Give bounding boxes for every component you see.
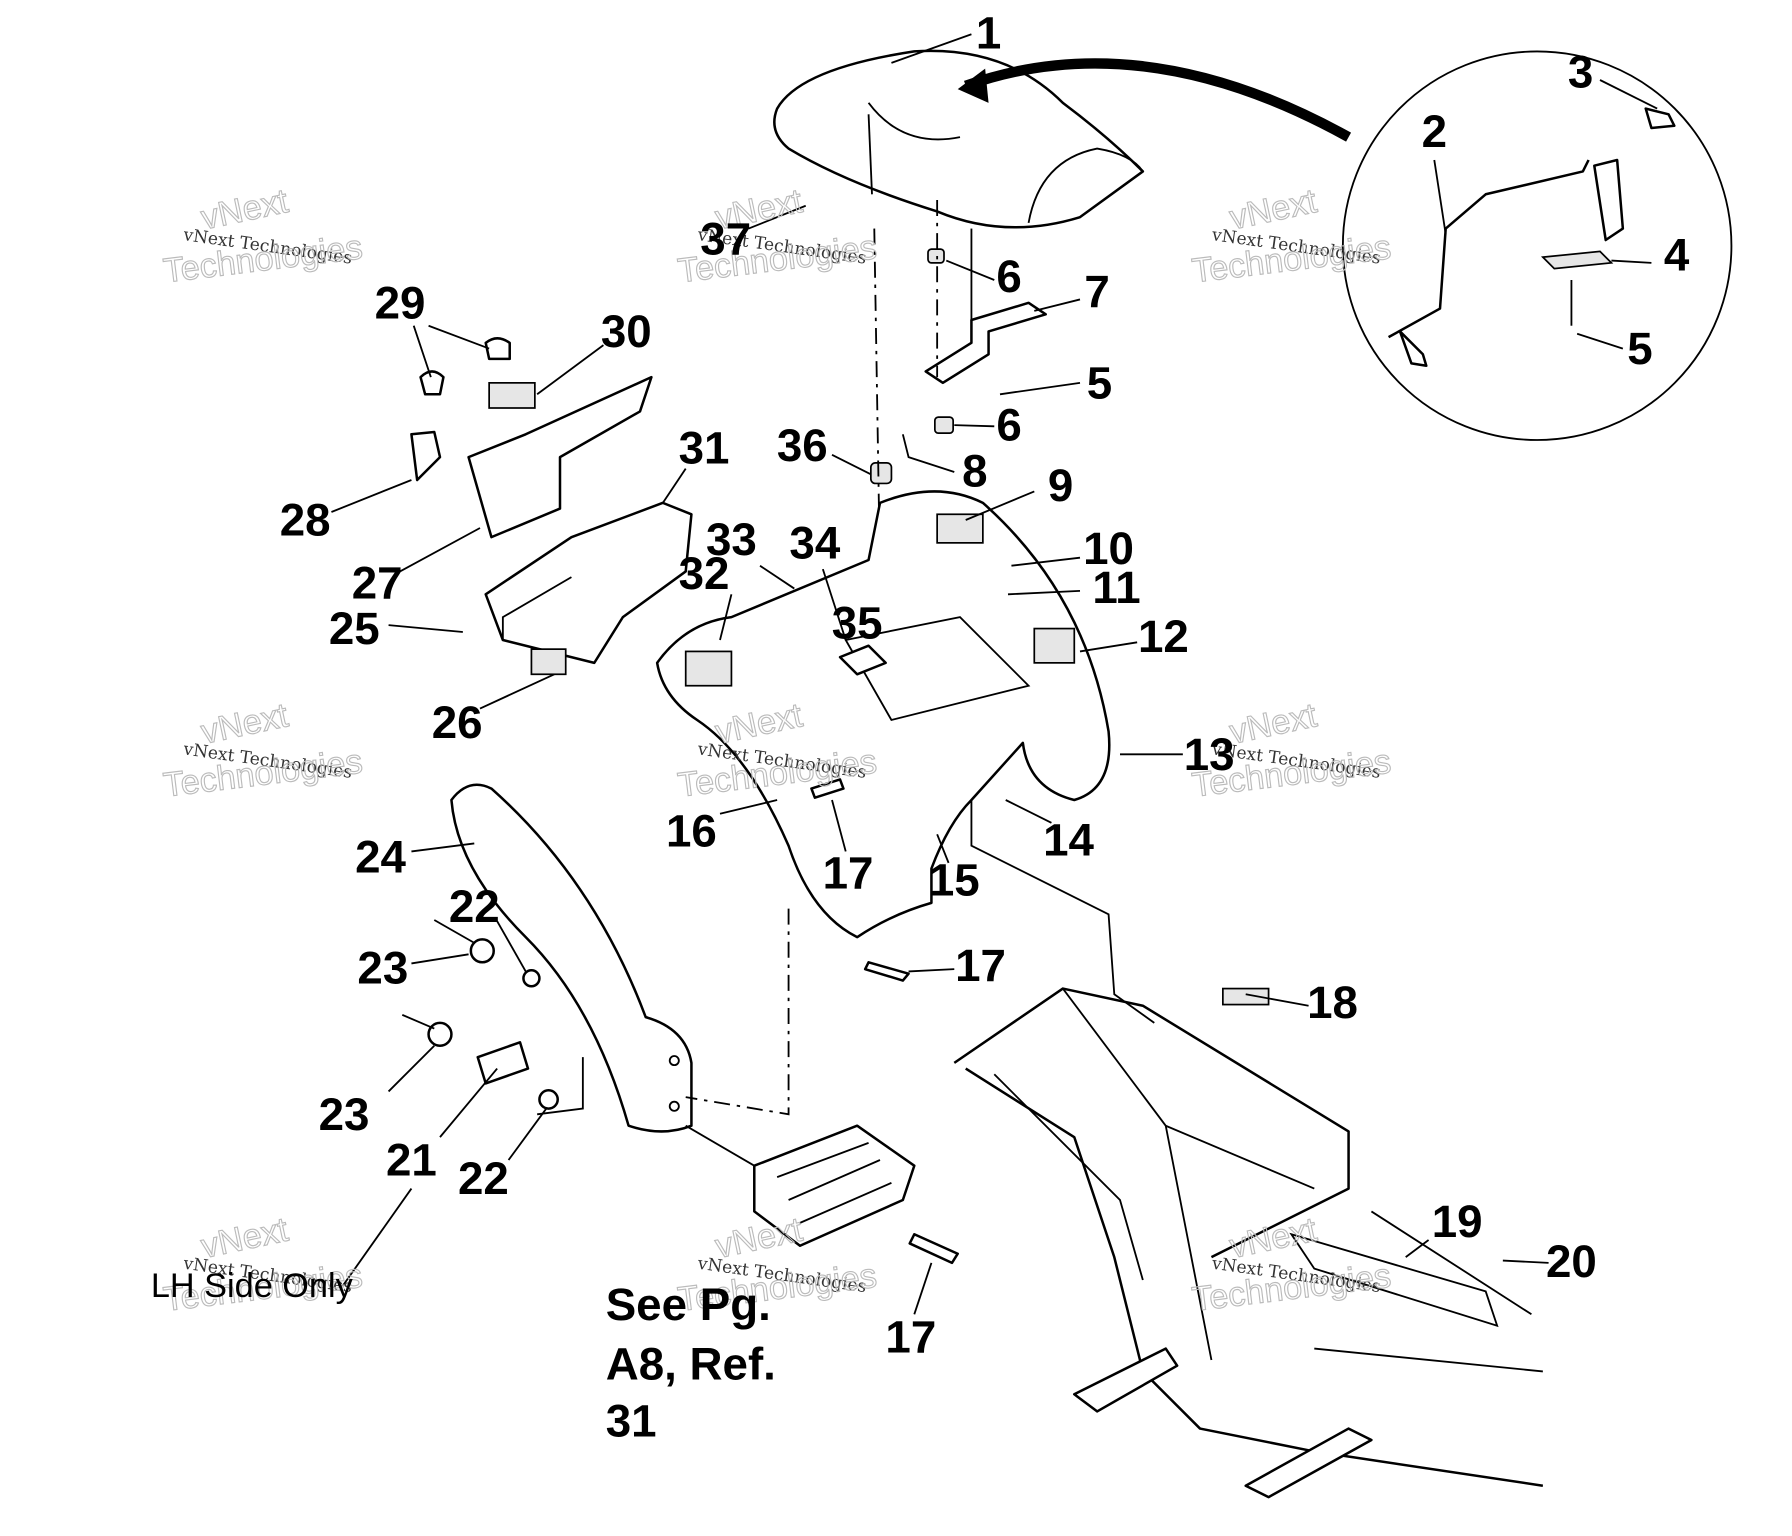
detail-circle xyxy=(1341,50,1733,441)
callout-1: 1 xyxy=(976,8,1001,59)
callout-22: 22 xyxy=(458,1153,509,1204)
callout-labels: 1 2 3 4 5 37 6 7 5 6 36 8 9 31 29 30 28 … xyxy=(280,8,1690,1363)
callout-8: 8 xyxy=(962,445,987,496)
svg-text:31: 31 xyxy=(606,1396,657,1447)
callout-17: 17 xyxy=(955,940,1006,991)
leader-lines xyxy=(331,33,1658,1315)
rear-fender-part xyxy=(655,490,1111,939)
callout-3: 3 xyxy=(1568,47,1593,98)
callout-20: 20 xyxy=(1546,1236,1597,1287)
callout-33: 33 xyxy=(706,514,757,565)
callout-4: 4 xyxy=(1664,229,1690,280)
seat-part xyxy=(773,49,1145,229)
callout-35: 35 xyxy=(832,597,883,648)
callout-6: 6 xyxy=(996,251,1021,302)
callout-12: 12 xyxy=(1138,611,1189,662)
callout-23: 23 xyxy=(319,1089,370,1140)
callout-36: 36 xyxy=(777,420,828,471)
callout-22: 22 xyxy=(449,881,500,932)
see-page-note: See Pg. A8, Ref. 31 xyxy=(606,1279,776,1447)
callout-5: 5 xyxy=(1087,357,1112,408)
callout-15: 15 xyxy=(929,855,980,906)
hardware-part xyxy=(427,778,959,1265)
callout-9: 9 xyxy=(1048,460,1073,511)
frame-part xyxy=(953,987,1544,1499)
callout-16: 16 xyxy=(666,805,717,856)
callout-11: 11 xyxy=(1092,562,1140,613)
arrow-curve xyxy=(963,58,1352,142)
bracket-part xyxy=(870,228,1047,572)
callout-10: 10 xyxy=(1083,523,1134,574)
callout-19: 19 xyxy=(1432,1196,1483,1247)
callout-37: 37 xyxy=(700,213,751,264)
callout-23: 23 xyxy=(357,943,408,994)
svg-text:See Pg.: See Pg. xyxy=(606,1279,771,1330)
callout-34: 34 xyxy=(789,517,840,568)
callout-7: 7 xyxy=(1084,266,1109,317)
mudflap-part xyxy=(450,783,693,1133)
callout-25: 25 xyxy=(329,603,380,654)
callout-29: 29 xyxy=(375,277,426,328)
seat-latch-part xyxy=(1387,107,1676,367)
arrow-head xyxy=(957,68,989,103)
callout-21: 21 xyxy=(386,1135,437,1186)
callout-31: 31 xyxy=(679,423,730,474)
svg-text:A8, Ref.: A8, Ref. xyxy=(606,1338,776,1389)
callout-27: 27 xyxy=(352,557,403,608)
callout-24: 24 xyxy=(355,832,406,883)
callout-32: 32 xyxy=(679,548,730,599)
callout-5: 5 xyxy=(1627,323,1652,374)
cover-part xyxy=(410,337,653,539)
callout-14: 14 xyxy=(1043,815,1094,866)
callout-2: 2 xyxy=(1422,106,1447,157)
callout-18: 18 xyxy=(1307,977,1358,1028)
callout-17: 17 xyxy=(823,848,874,899)
callout-28: 28 xyxy=(280,495,331,546)
lh-side-note: LH Side Only xyxy=(151,1267,354,1305)
callout-26: 26 xyxy=(432,697,483,748)
callout-30: 30 xyxy=(601,306,652,357)
callout-13: 13 xyxy=(1184,729,1235,780)
storage-box-part xyxy=(484,501,693,676)
callout-17: 17 xyxy=(885,1312,936,1363)
footrest-part xyxy=(753,1124,916,1247)
callout-6: 6 xyxy=(996,400,1021,451)
